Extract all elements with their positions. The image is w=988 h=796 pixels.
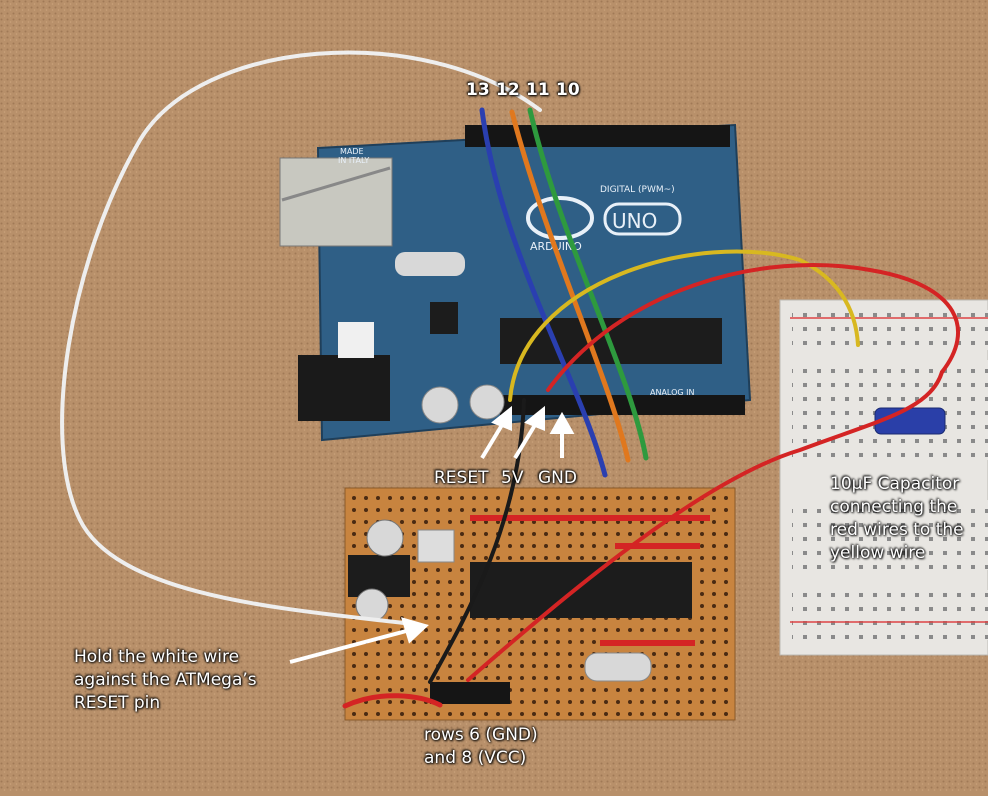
blue-wire [479,107,608,478]
board-made-text: MADE [340,147,364,156]
pin-label-11: 11 [526,80,550,100]
crystal [395,252,465,276]
small-ic [430,302,458,334]
red-wire-top [546,263,960,392]
hold-note-line-3: RESET pin [74,693,161,713]
capacitor-note-line-4: yellow wire [830,543,926,563]
black-wire [428,398,526,684]
pushbutton [417,529,455,563]
arduino-uno-board [279,123,752,442]
digital-header [465,125,730,147]
atmega-chip-stripboard [470,562,692,618]
rows-note-line-2: and 8 (VCC) [424,748,527,768]
annotation-arrows [289,405,575,664]
power-leads [342,693,443,709]
capacitor-2 [469,384,505,420]
header-pins [430,682,510,704]
gnd-label: GND [538,468,577,488]
arduino-logo [526,196,594,240]
reset-button-board [338,322,374,358]
reset-label: RESET [434,468,489,488]
wires [60,50,960,709]
board-uno-text: UNO [612,209,657,233]
orange-wire [509,109,631,463]
hold-note-line-1: Hold the white wire [74,647,240,667]
regulator-capacitor [366,519,404,557]
rows-note-line-1: rows 6 (GND) [424,725,538,745]
v5-label: 5V [501,468,524,488]
pin-label-10: 10 [556,80,580,100]
pin-label-13: 13 [466,80,490,100]
regulator [348,555,410,597]
capacitor-note-line-2: connecting the [830,497,958,517]
electrolytic-capacitor [874,407,946,435]
crystal-stripboard [584,652,652,682]
analog-header [500,395,745,415]
pin-label-12: 12 [496,80,520,100]
hold-arrow [289,628,411,664]
board-analog-text: ANALOG IN [650,388,695,397]
board-italy-text: IN ITALY [338,156,369,165]
capacitor-1 [421,386,459,424]
breadboard [779,299,988,656]
white-wire [60,50,542,627]
board-digital-text: DIGITAL (PWM~) [600,185,675,195]
capacitor-note-line-3: red wires to the [830,520,964,540]
yellow-wire [508,249,860,402]
red-wire-bottom [466,370,944,682]
stripboard [344,487,736,721]
power-jack [298,355,390,421]
hold-note-line-2: against the ATMega’s [74,670,257,690]
capacitor-note-line-1: 10µF Capacitor [830,474,960,494]
green-wire [527,107,649,461]
